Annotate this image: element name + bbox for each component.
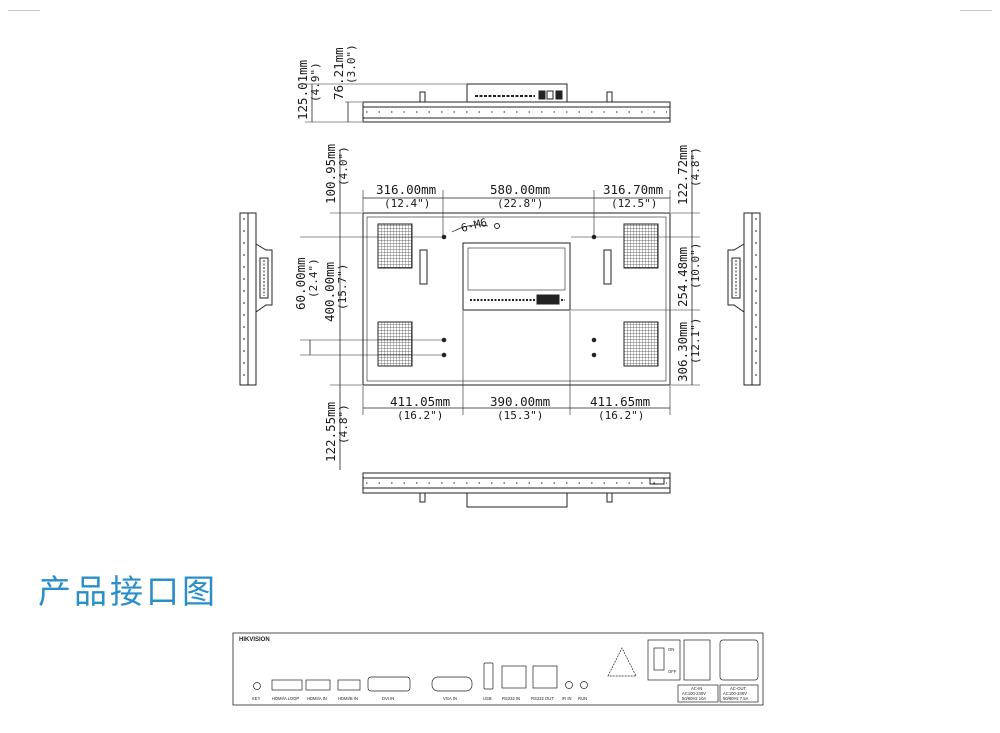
port-label-usb: USB bbox=[483, 696, 492, 701]
dim-right-mid-in: (10.0") bbox=[689, 243, 702, 289]
port-label-vga-in: VGA IN bbox=[443, 696, 457, 701]
dim-top-offset: 100.95mm bbox=[323, 144, 338, 204]
dim-left-small-in: (2.4") bbox=[307, 258, 320, 298]
ac-in-title: AC-IN bbox=[691, 686, 702, 691]
dim-left-large: 400.00mm bbox=[322, 262, 337, 322]
dim-bottom-seg-1-in: (16.2") bbox=[397, 409, 443, 422]
dim-top-seg-2-in: (22.8") bbox=[497, 197, 543, 210]
dim-top-seg-1-in: (12.4") bbox=[384, 197, 430, 210]
dim-right-top-in: (4.8") bbox=[689, 147, 702, 187]
dim-bottom-seg-3: 411.65mm bbox=[590, 394, 650, 409]
panel-brand: HIKVISION bbox=[239, 637, 270, 643]
dim-bottom-seg-3-in: (16.2") bbox=[598, 409, 644, 422]
bottom-view bbox=[362, 472, 671, 508]
dim-bottom-offset: 122.55mm bbox=[323, 402, 338, 462]
left-side-view bbox=[239, 212, 273, 386]
dim-top-seg-1: 316.00mm bbox=[376, 182, 436, 197]
port-label-dvi-in: DVI IN bbox=[382, 696, 394, 701]
port-label-key: KEY bbox=[252, 696, 261, 701]
dim-bottom-offset-in: (4.8") bbox=[337, 404, 350, 444]
dim-top-total-in: (4.9") bbox=[309, 62, 322, 102]
dim-right-mid: 254.48mm bbox=[675, 247, 690, 307]
port-label-ir-in: IR IN bbox=[562, 696, 572, 701]
section-title: 产品接口图 bbox=[38, 572, 218, 611]
dim-top-total: 125.01mm bbox=[295, 60, 310, 120]
dim-right-bottom: 306.30mm bbox=[675, 322, 690, 382]
switch-off-label: OFF bbox=[668, 669, 677, 674]
dim-bottom-seg-2-in: (15.3") bbox=[497, 409, 543, 422]
top-view bbox=[305, 83, 671, 123]
dim-bottom-seg-2: 390.00mm bbox=[490, 394, 550, 409]
dim-top-offset-in: (4.0") bbox=[337, 146, 350, 186]
port-label-rs232-out: RS232 OUT bbox=[531, 696, 554, 701]
ac-out-title: AC-OUT bbox=[730, 686, 746, 691]
dim-right-top: 122.72mm bbox=[675, 145, 690, 205]
front-view bbox=[300, 150, 700, 470]
interface-panel: HIKVISION KEY HDMI/A LOOP HDMI/A IN bbox=[232, 632, 764, 706]
dim-right-bottom-in: (12.1") bbox=[689, 318, 702, 364]
dim-top-seg-3: 316.70mm bbox=[603, 182, 663, 197]
dim-top-depth-in: (3.0") bbox=[345, 44, 358, 84]
dim-top-seg-3-in: (12.5") bbox=[611, 197, 657, 210]
corner-mark-right bbox=[960, 10, 992, 11]
port-label-run: RUN bbox=[578, 696, 587, 701]
port-label-rs232-in: RS232 IN bbox=[502, 696, 520, 701]
dim-bottom-seg-1: 411.05mm bbox=[390, 394, 450, 409]
ac-out-voltage: AC100-240V bbox=[723, 691, 747, 696]
ac-in-rating: 50/60Hz 10A bbox=[682, 696, 706, 701]
dim-left-large-in: (15.7") bbox=[336, 264, 349, 310]
right-side-view bbox=[727, 212, 761, 386]
ac-in-voltage: AC100-240V bbox=[682, 691, 706, 696]
screw-note: 6-M6 bbox=[460, 216, 489, 235]
dim-top-depth: 76.21mm bbox=[331, 47, 346, 100]
corner-mark-left bbox=[8, 10, 40, 11]
dim-left-small: 60.00mm bbox=[293, 257, 308, 310]
ac-out-rating: 50/60Hz 7.5A bbox=[723, 696, 749, 701]
port-label-hdmi-a-in: HDMI/A IN bbox=[307, 696, 327, 701]
switch-on-label: ON bbox=[668, 647, 674, 652]
port-label-hdmi-a-loop: HDMI/A LOOP bbox=[272, 696, 299, 701]
dim-top-seg-2: 580.00mm bbox=[490, 182, 550, 197]
port-label-hdmi-b-in: HDMI/B IN bbox=[338, 696, 358, 701]
